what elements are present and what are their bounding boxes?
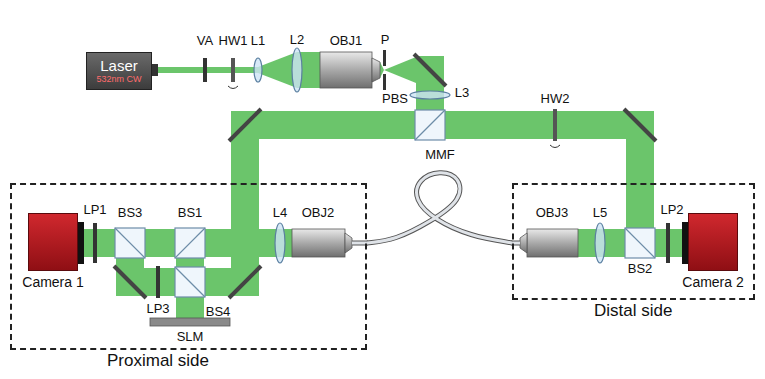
- part-label: BS3: [118, 206, 143, 221]
- camera-label: Camera 1: [22, 274, 83, 290]
- part-label: LP2: [660, 203, 683, 218]
- part-label: HW2: [541, 92, 570, 107]
- part-label: L2: [290, 33, 304, 48]
- lens: [254, 48, 605, 263]
- part-label: SLM: [177, 330, 204, 345]
- wavelength-spec: 532nm CW: [96, 74, 141, 84]
- camera-box: Camera 2: [688, 213, 738, 271]
- multimode-fiber: [367, 173, 512, 243]
- region-heading: Proximal side: [107, 351, 209, 371]
- fiber-label: MMF: [423, 148, 457, 163]
- region-box: Distal sideCamera 2: [512, 183, 755, 300]
- optical-plate: [93, 50, 670, 298]
- laser-beam: [84, 52, 682, 318]
- mirror: [114, 54, 656, 298]
- part-label: LP1: [83, 203, 106, 218]
- laser-box: Laser532nm CW: [86, 52, 152, 90]
- camera-box: Camera 1: [28, 213, 78, 271]
- part-label: OBJ3: [536, 206, 569, 221]
- part-label: PBS: [382, 92, 408, 107]
- fiber-group: [367, 173, 512, 243]
- part-label: BS1: [178, 206, 203, 221]
- part-label: L1: [251, 34, 265, 49]
- part-label: HW1: [219, 34, 248, 49]
- part-label: BS4: [206, 305, 231, 320]
- part-label: VA: [197, 34, 213, 49]
- part-label: OBJ1: [330, 34, 363, 49]
- part-label: LP3: [146, 302, 169, 317]
- part-label: L4: [273, 206, 287, 221]
- laser-aperture: [152, 64, 158, 76]
- part-label: BS2: [628, 262, 653, 277]
- part-label: P: [381, 33, 390, 48]
- part-label: OBJ2: [302, 206, 335, 221]
- part-label: L3: [455, 86, 469, 101]
- device-name: Laser: [100, 57, 138, 74]
- objective: [292, 52, 578, 257]
- camera-face: [78, 222, 84, 264]
- part-label: L5: [593, 206, 607, 221]
- slm-device: [150, 318, 230, 326]
- camera-label: Camera 2: [682, 274, 743, 290]
- region-heading: Distal side: [594, 301, 672, 321]
- beam-splitter: [115, 110, 655, 297]
- fiber-outline: [367, 173, 512, 243]
- rotation-arrow: [228, 86, 560, 148]
